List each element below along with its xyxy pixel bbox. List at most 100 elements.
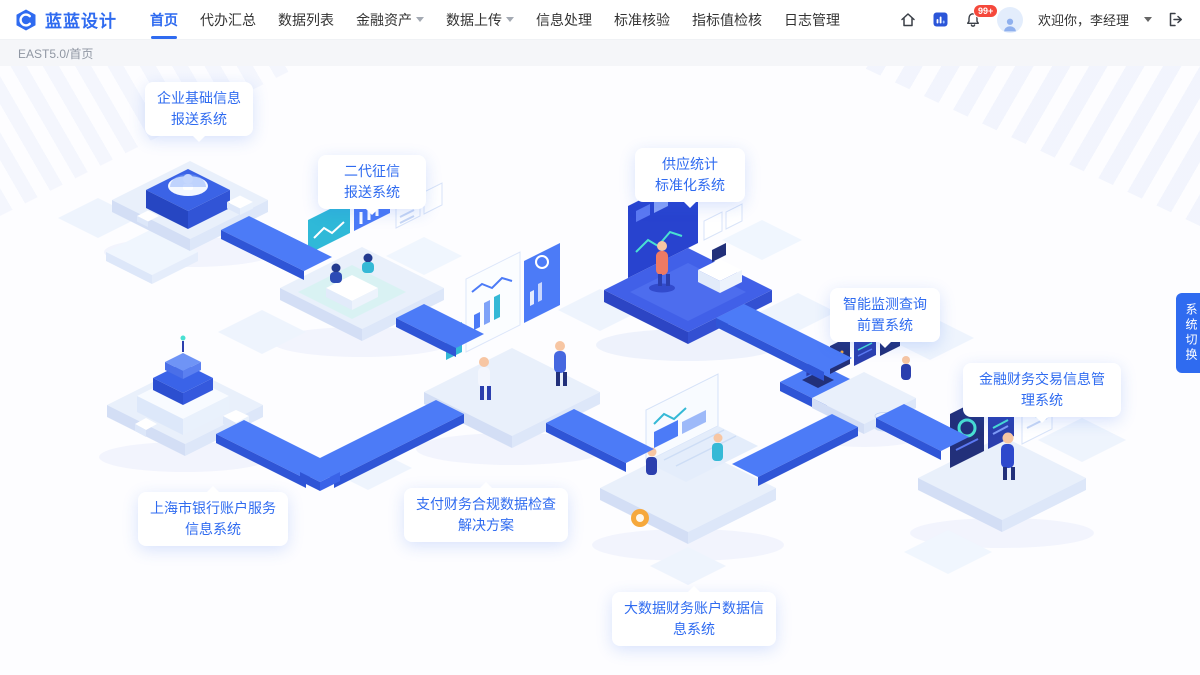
nav-item-label: 数据上传 [446, 11, 502, 28]
system-callout-bigdata-account[interactable]: 大数据财务账户数据信 息系统 [612, 586, 776, 646]
scene-shape [596, 329, 780, 361]
nav-item-home[interactable]: 首页 [139, 0, 189, 39]
scene-shape [675, 435, 737, 467]
scene-shape [146, 190, 188, 229]
scene-shape [190, 200, 268, 251]
scene-shape [216, 420, 334, 479]
nav-item-financial-assets[interactable]: 金融资产 [345, 0, 435, 39]
connector-g-h [876, 404, 969, 460]
scene-shape [396, 304, 484, 348]
scene-shape [716, 318, 824, 381]
scene-shape [554, 351, 566, 373]
scene-shape [636, 514, 644, 522]
scene-shape [218, 310, 306, 354]
scene-shape [646, 457, 657, 475]
logo[interactable]: 蓝蓝设计 [14, 7, 117, 32]
scene-shape [306, 400, 464, 479]
scene-shape [165, 362, 183, 379]
welcome-text[interactable]: 欢迎你，李经理 [1037, 13, 1129, 28]
report-icon[interactable] [932, 11, 949, 28]
scene-shape [494, 294, 500, 320]
platform-enterprise-basic-info[interactable] [112, 161, 268, 251]
connector-c-turn [216, 420, 334, 488]
scene-shape [663, 429, 725, 461]
system-switch-tab[interactable]: 系统切换 [1176, 293, 1200, 373]
nav-item-label: 标准核验 [614, 11, 670, 28]
scene-shape [992, 419, 1009, 429]
platform-financial-transaction[interactable] [918, 386, 1086, 532]
scene-shape [939, 16, 942, 24]
system-callout-financial-transaction[interactable]: 金融财务交易信息管 理系统 [963, 363, 1121, 423]
printer-desk [698, 243, 742, 293]
platform-credit-report[interactable] [280, 182, 444, 341]
scene-shape [137, 396, 183, 435]
user-icon [1004, 18, 1016, 31]
system-callout-supply-statistics[interactable]: 供应统计 标准化系统 [635, 148, 745, 208]
scene-shape [970, 23, 976, 27]
scene-shape [780, 382, 818, 410]
logout-icon[interactable] [1167, 11, 1184, 28]
platform-bigdata-account[interactable] [600, 373, 776, 544]
scene-shape [758, 427, 858, 486]
nav-item-todo-summary[interactable]: 代办汇总 [189, 0, 267, 39]
scene-shape [636, 204, 650, 222]
nav-item-indicator-check[interactable]: 指标值检核 [681, 0, 773, 39]
scene-shape [479, 357, 489, 367]
connector-a-b [221, 216, 332, 280]
scene-shape [152, 252, 198, 284]
scene-shape [657, 241, 667, 251]
platform-shanghai-bank-account[interactable] [107, 335, 263, 457]
system-callout-enterprise-basic-info[interactable]: 企业基础信息 报送系统 [145, 82, 253, 142]
scene-shape [416, 433, 608, 465]
scene-shape [682, 410, 706, 434]
system-callout-shanghai-bank-account[interactable]: 上海市银行账户服务 信息系统 [138, 486, 288, 546]
scene-shape [272, 327, 452, 357]
connector-f-g [732, 414, 858, 486]
scene-shape [227, 202, 240, 215]
nav-item-label: 日志管理 [784, 11, 840, 28]
scene-shape [713, 433, 723, 443]
connector-turn-tile [300, 462, 340, 491]
scene-shape [183, 378, 213, 405]
system-callout-smart-monitor[interactable]: 智能监测查询 前置系统 [830, 288, 940, 348]
machine-device [146, 169, 230, 229]
scene-shape [732, 414, 858, 477]
nav-item-data-list[interactable]: 数据列表 [267, 0, 345, 39]
nav-item-standard-check[interactable]: 标准核验 [603, 0, 681, 39]
nav-item-info-processing[interactable]: 信息处理 [525, 0, 603, 39]
nav-item-label: 数据列表 [278, 11, 334, 28]
avatar[interactable] [996, 6, 1023, 33]
scene-shape [480, 386, 484, 400]
scene-shape [712, 243, 726, 262]
system-callout-credit-report[interactable]: 二代征信 报送系统 [318, 155, 426, 215]
connector-d-f [546, 409, 654, 472]
chevron-down-icon [506, 17, 514, 22]
scene-shape [698, 270, 720, 293]
nav-item-data-upload[interactable]: 数据上传 [435, 0, 525, 39]
scene-shape [955, 438, 979, 451]
nav-item-log-management[interactable]: 日志管理 [773, 0, 851, 39]
scene-shape [221, 216, 332, 271]
scene-shape [546, 409, 654, 463]
scene-shape [658, 274, 662, 286]
scene-shape [604, 290, 688, 344]
notification-bell-icon[interactable]: 99+ [964, 3, 999, 29]
system-callout-payment-compliance[interactable]: 支付财务合规数据检查 解决方案 [404, 482, 568, 542]
scene-shape [563, 372, 567, 386]
home-icon[interactable] [899, 11, 917, 29]
scene-shape [1002, 478, 1086, 532]
scene-shape [300, 472, 320, 491]
scene-shape [320, 472, 340, 491]
scene-shape [902, 356, 910, 364]
person-figure [362, 253, 374, 273]
scene-shape [530, 290, 534, 306]
nav-item-label: 指标值检核 [692, 11, 762, 28]
scene-shape [183, 174, 193, 184]
person-figure [901, 356, 911, 380]
chevron-down-icon[interactable] [1144, 17, 1152, 22]
scene-shape [484, 300, 490, 325]
scene-shape [725, 203, 743, 230]
scene-shape [313, 221, 345, 239]
scene-shape [654, 420, 678, 448]
